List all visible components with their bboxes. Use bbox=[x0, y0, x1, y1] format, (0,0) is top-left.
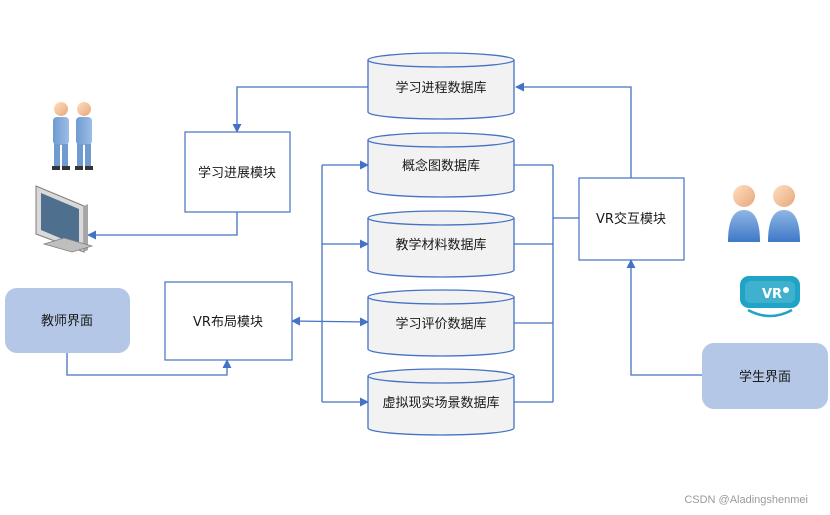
db-concept: 概念图数据库 bbox=[367, 132, 515, 198]
edge-vrlayout-evaluation bbox=[291, 316, 369, 327]
db-teaching: 教学材料数据库 bbox=[367, 210, 515, 278]
db-vr-scene-label: 虚拟现实场景数据库 bbox=[382, 395, 499, 411]
db-teaching-label: 教学材料数据库 bbox=[395, 237, 486, 253]
module-vr-interact-label: VR交互模块 bbox=[596, 211, 666, 227]
interface-teacher: 教师界面 bbox=[5, 288, 130, 353]
db-progress-label: 学习进程数据库 bbox=[395, 80, 486, 96]
connectors bbox=[66, 82, 702, 407]
db-concept-label: 概念图数据库 bbox=[402, 158, 480, 174]
watermark: CSDN @Aladingshenmei bbox=[684, 494, 808, 506]
edge-student-to-interact bbox=[626, 259, 702, 376]
db-evaluation: 学习评价数据库 bbox=[367, 289, 515, 357]
interface-student: 学生界面 bbox=[702, 343, 828, 409]
teachers-icon bbox=[52, 102, 93, 170]
module-progress: 学习进展模块 bbox=[184, 131, 291, 213]
module-vr-interact: VR交互模块 bbox=[578, 177, 685, 261]
edge-teacher-to-vrlayout bbox=[66, 353, 232, 376]
vr-logo-text: VR bbox=[762, 287, 782, 302]
students-icon bbox=[728, 185, 800, 242]
db-evaluation-label: 学习评价数据库 bbox=[395, 316, 486, 332]
edge-progressdb-to-progressmodule bbox=[232, 86, 368, 133]
vr-headset-icon: VR bbox=[740, 276, 800, 318]
edge-progressmodule-to-monitor bbox=[87, 212, 238, 240]
monitor-icon bbox=[35, 185, 94, 253]
interface-student-label: 学生界面 bbox=[739, 369, 791, 385]
module-vr-layout: VR布局模块 bbox=[164, 281, 293, 361]
db-vr-scene: 虚拟现实场景数据库 bbox=[367, 368, 515, 436]
module-vr-layout-label: VR布局模块 bbox=[193, 315, 263, 330]
db-progress: 学习进程数据库 bbox=[367, 52, 515, 120]
edge-interact-to-progressdb bbox=[515, 82, 632, 178]
module-progress-label: 学习进展模块 bbox=[198, 165, 276, 181]
interface-teacher-label: 教师界面 bbox=[41, 313, 93, 329]
